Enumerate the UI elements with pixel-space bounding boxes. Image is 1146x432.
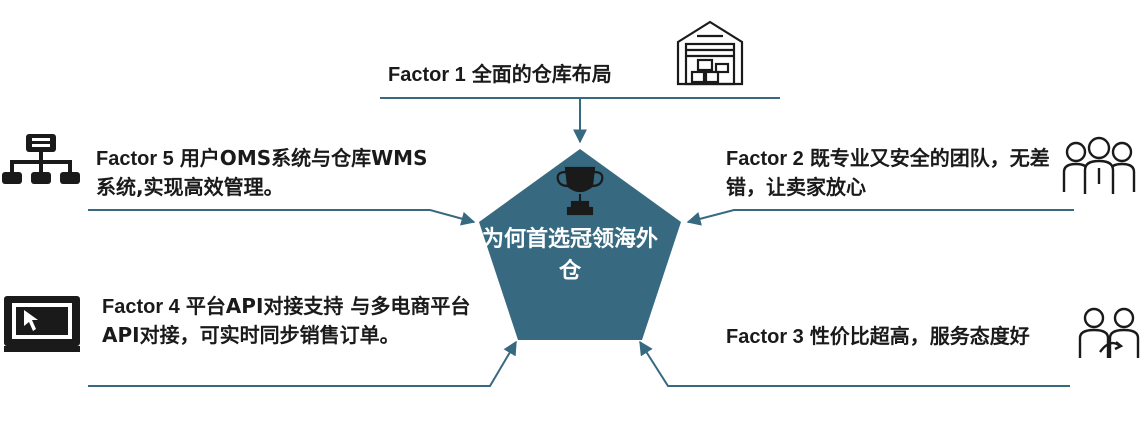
factor-1-tag: Factor 1	[388, 64, 466, 86]
monitor-cursor-icon	[4, 296, 80, 352]
factor-3-text: 性价比超高，服务态度好	[809, 324, 1030, 348]
connector-factor-5	[88, 209, 476, 226]
warehouse-icon	[676, 20, 744, 86]
trophy-icon	[556, 166, 604, 216]
service-icon	[1078, 307, 1140, 358]
factor-2-text: 既专业又安全的团队，无差错，让卖家放心	[726, 146, 1050, 199]
center-title: 为何首选冠领海外仓	[481, 227, 658, 284]
factor-3-tag: Factor 3	[726, 326, 804, 348]
factor-1-text: 全面的仓库布局	[471, 62, 612, 86]
factor-4-text: 平台API对接支持 与多电商平台API对接，可实时同步销售订单。	[102, 294, 471, 347]
connector-factor-1	[380, 97, 780, 144]
connector-factor-3	[639, 340, 1070, 387]
connector-factor-4	[88, 340, 517, 387]
connector-factor-2	[686, 209, 1074, 226]
team-icon	[1062, 136, 1136, 194]
factor-5-tag: Factor 5	[96, 148, 174, 170]
factor-5-text: 用户OMS系统与仓库WMS系统,实现高效管理。	[96, 146, 428, 199]
factor-2-tag: Factor 2	[726, 148, 804, 170]
center-pentagon	[479, 149, 681, 340]
network-icon	[2, 134, 80, 184]
factor-4-tag: Factor 4	[102, 296, 180, 318]
